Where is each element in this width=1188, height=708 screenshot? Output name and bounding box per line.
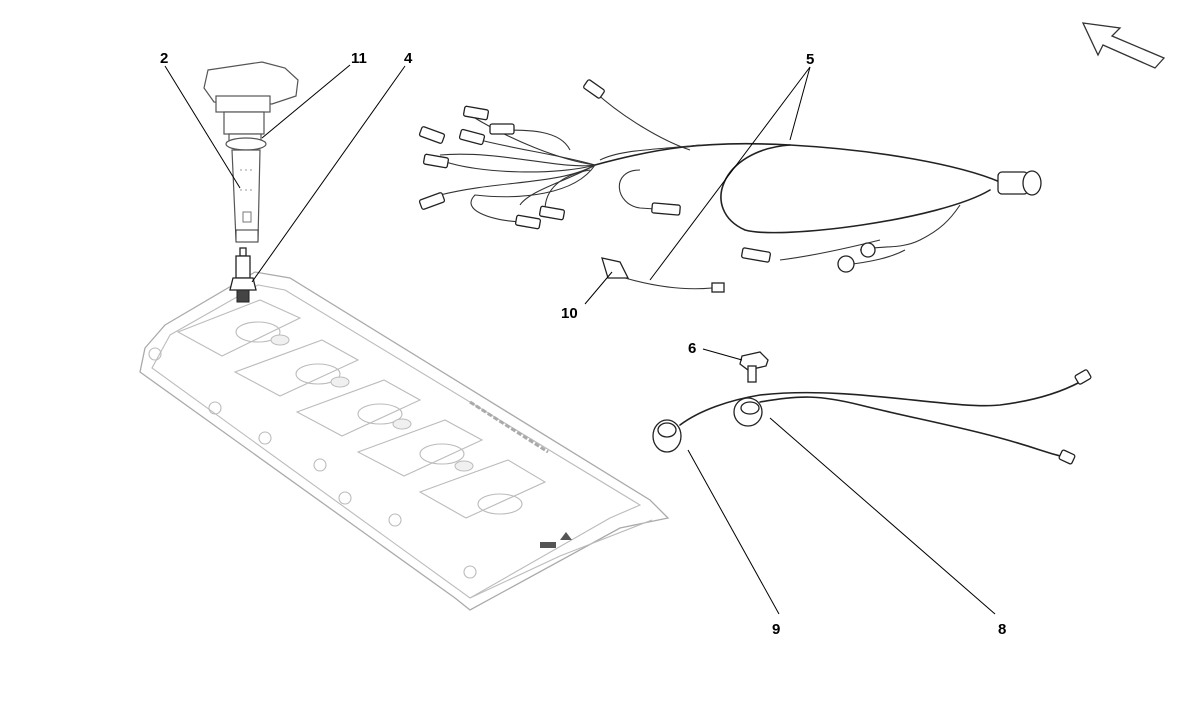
bolt — [739, 351, 769, 383]
cover-warning-mark — [560, 532, 572, 540]
leader-lines — [164, 64, 996, 615]
wiring-harness — [418, 79, 1042, 273]
callout-9: 9 — [772, 621, 780, 638]
callout-6: 6 — [688, 340, 696, 357]
callout-11: 11 — [351, 50, 367, 67]
callout-4: 4 — [404, 50, 413, 67]
cover-bolt-bosses — [148, 347, 477, 579]
ignition-coil — [203, 61, 299, 243]
callout-5: 5 — [806, 51, 814, 68]
cover-bays — [176, 299, 547, 519]
knock-sensor-9 — [652, 369, 1092, 453]
callout-2: 2 — [160, 50, 168, 67]
callout-8: 8 — [998, 621, 1006, 638]
engine-cover — [139, 271, 670, 611]
spark-plug — [229, 247, 257, 303]
cover-marking — [540, 542, 556, 548]
direction-arrow-icon — [1081, 22, 1166, 69]
temperature-sensor — [601, 257, 725, 293]
cover-lettering — [469, 400, 549, 454]
callout-10: 10 — [561, 305, 578, 322]
knock-sensor-8 — [733, 396, 1076, 465]
